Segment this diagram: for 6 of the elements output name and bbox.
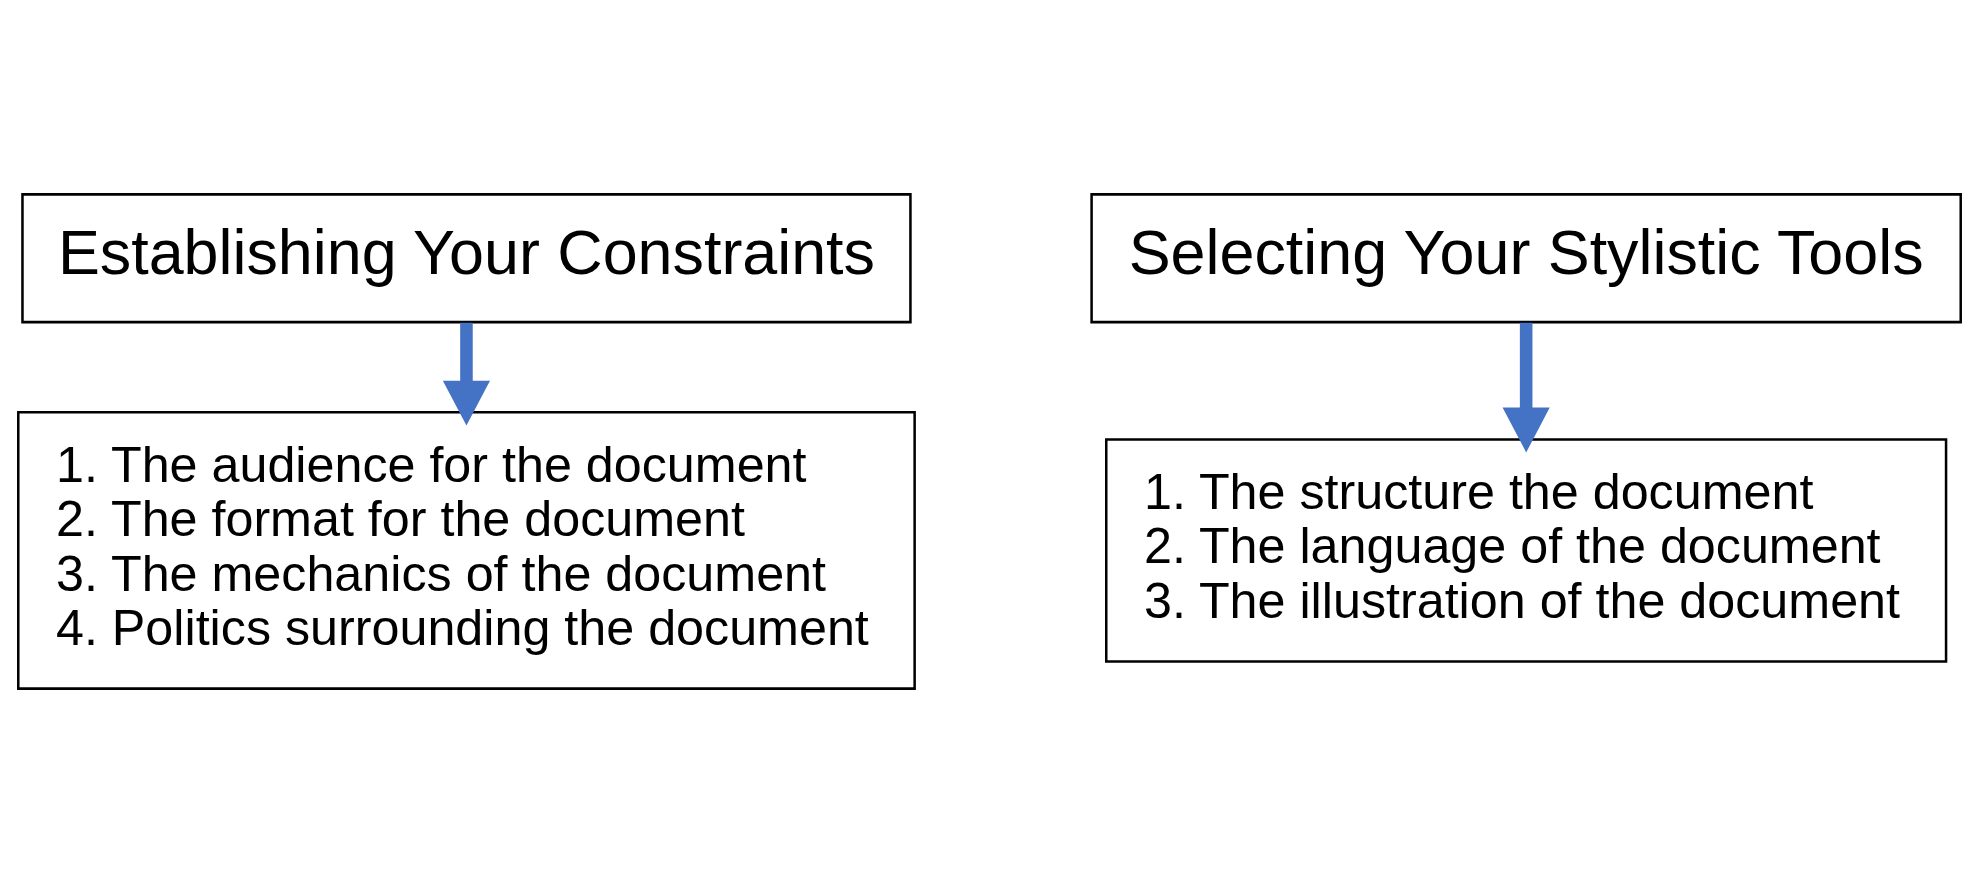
arrow bbox=[442, 322, 491, 426]
node-box: Selecting Your Stylistic Tools bbox=[1090, 192, 1962, 323]
node-box: 1. The audience for the document 2. The format for the document 3. The mechanics of the document 4. Politics surrounding the document bbox=[17, 410, 916, 690]
node-box: Establishing Your Constraints bbox=[21, 192, 912, 323]
arrow bbox=[1502, 322, 1550, 452]
node-box: 1. The structure the document 2. The language of the document 3. The illustration of the document bbox=[1105, 437, 1948, 663]
